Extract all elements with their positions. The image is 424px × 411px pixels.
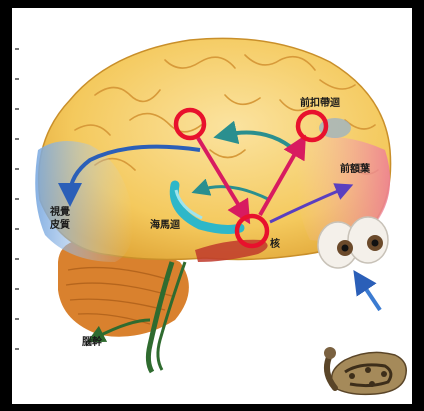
- label-hippocampus: 海馬迴: [150, 218, 181, 231]
- label-amygdala: 核: [270, 237, 280, 250]
- label-frontal-lobe: 前額葉: [340, 162, 371, 175]
- label-prefrontal: 前扣帶迴: [300, 96, 341, 109]
- label-brainstem: 腦幹: [82, 335, 103, 348]
- eyes: [318, 217, 388, 268]
- label-visual-cortex-1: 視覺: [49, 205, 70, 218]
- label-visual-cortex-2: 皮質: [49, 218, 70, 231]
